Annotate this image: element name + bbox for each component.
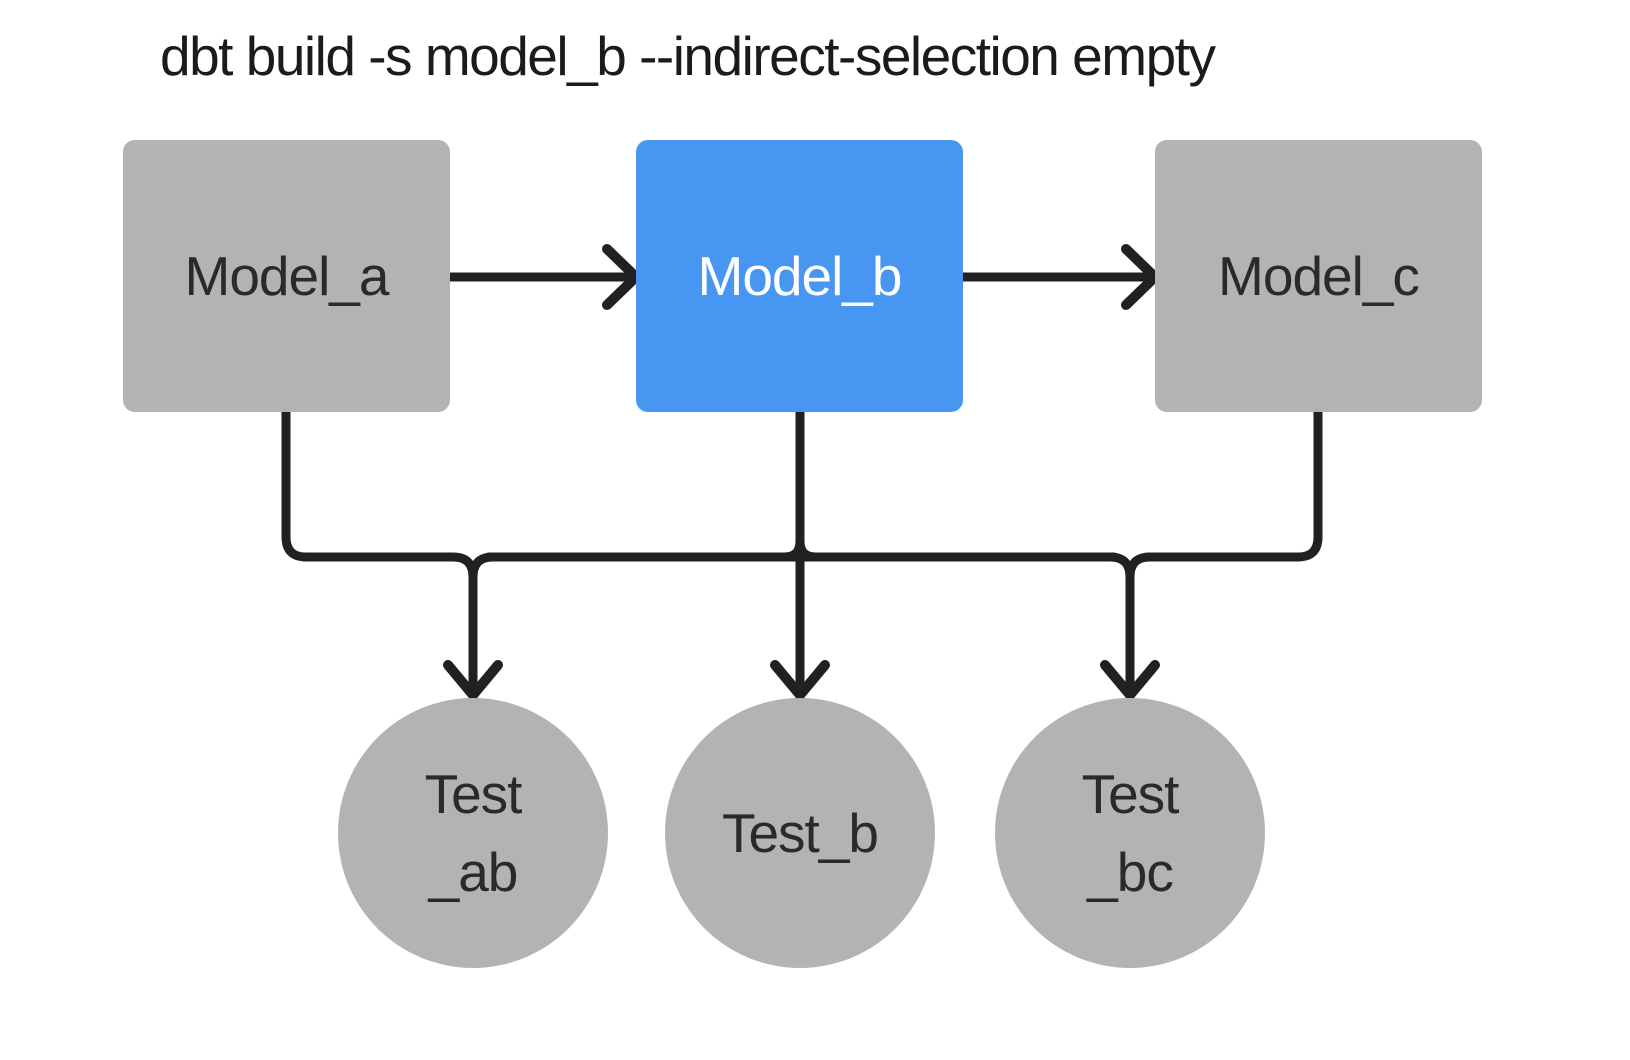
node-model-c-label: Model_c <box>1218 245 1420 307</box>
node-test-ab-label-line2: _ab <box>428 841 519 903</box>
arrowhead-into-test-bc-icon <box>1100 660 1160 700</box>
edge-model-c-down-to-test-bc <box>1125 407 1323 582</box>
node-test-bc-label-line1: Test <box>1081 763 1180 825</box>
node-test-b-label-line1: Test_b <box>721 802 879 864</box>
node-test-ab: Test _ab <box>338 698 608 968</box>
node-test-bc-label-line2: _bc <box>1087 841 1174 903</box>
diagram-title: dbt build -s model_b --indirect-selectio… <box>160 25 1216 87</box>
node-model-b-label: Model_b <box>697 245 903 307</box>
node-model-b-selected: Model_b <box>636 140 963 412</box>
arrowhead-into-test-b-icon <box>770 660 830 700</box>
edge-model-a-down-to-test-ab <box>281 407 478 698</box>
node-model-c: Model_c <box>1155 140 1482 412</box>
arrowhead-into-test-ab-icon <box>443 660 503 700</box>
node-test-ab-label-line1: Test <box>424 763 523 825</box>
fillet-model-b-spine-right <box>795 536 821 562</box>
node-test-bc: Test _bc <box>995 698 1265 968</box>
node-test-b: Test_b <box>665 698 935 968</box>
node-model-a: Model_a <box>123 140 450 412</box>
node-model-a-label: Model_a <box>184 245 390 307</box>
